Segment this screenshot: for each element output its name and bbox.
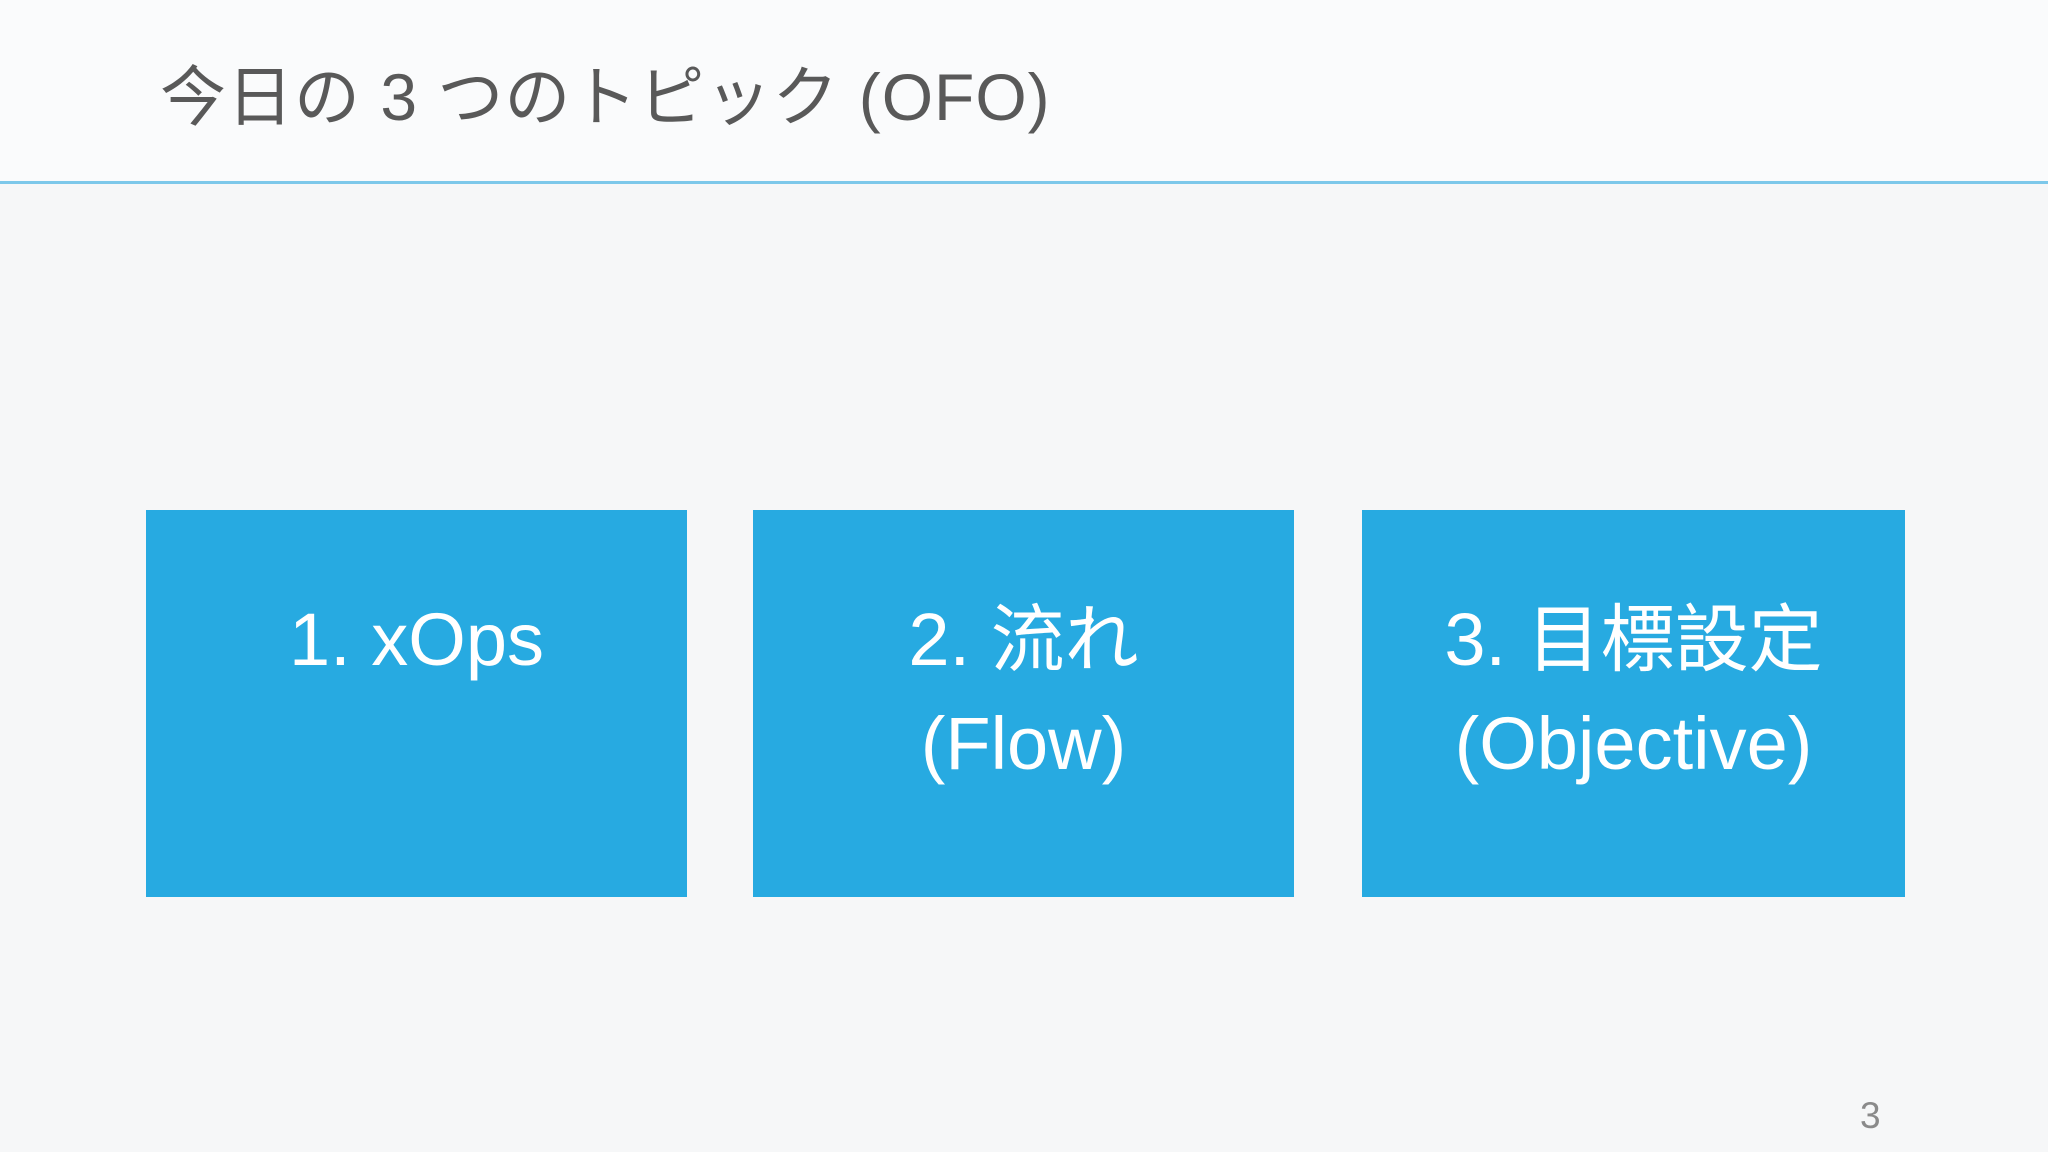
topic-box-flow: 2. 流れ (Flow) <box>753 510 1294 897</box>
title-divider <box>0 181 2048 184</box>
topic-box-objective: 3. 目標設定 (Objective) <box>1362 510 1905 897</box>
topic-box-flow-line1: 2. 流れ <box>908 598 1139 681</box>
header-band <box>0 0 2048 181</box>
page-number: 3 <box>1860 1095 1881 1136</box>
topic-box-objective-line1: 3. 目標設定 <box>1444 598 1823 681</box>
topic-box-xops: 1. xOps <box>146 510 687 897</box>
topic-box-xops-line1: 1. xOps <box>289 598 544 681</box>
topic-box-flow-line2: (Flow) <box>920 702 1127 785</box>
topic-box-objective-line2: (Objective) <box>1454 702 1813 785</box>
slide-title: 今日の 3 つのトピック (OFO) <box>160 60 1051 134</box>
